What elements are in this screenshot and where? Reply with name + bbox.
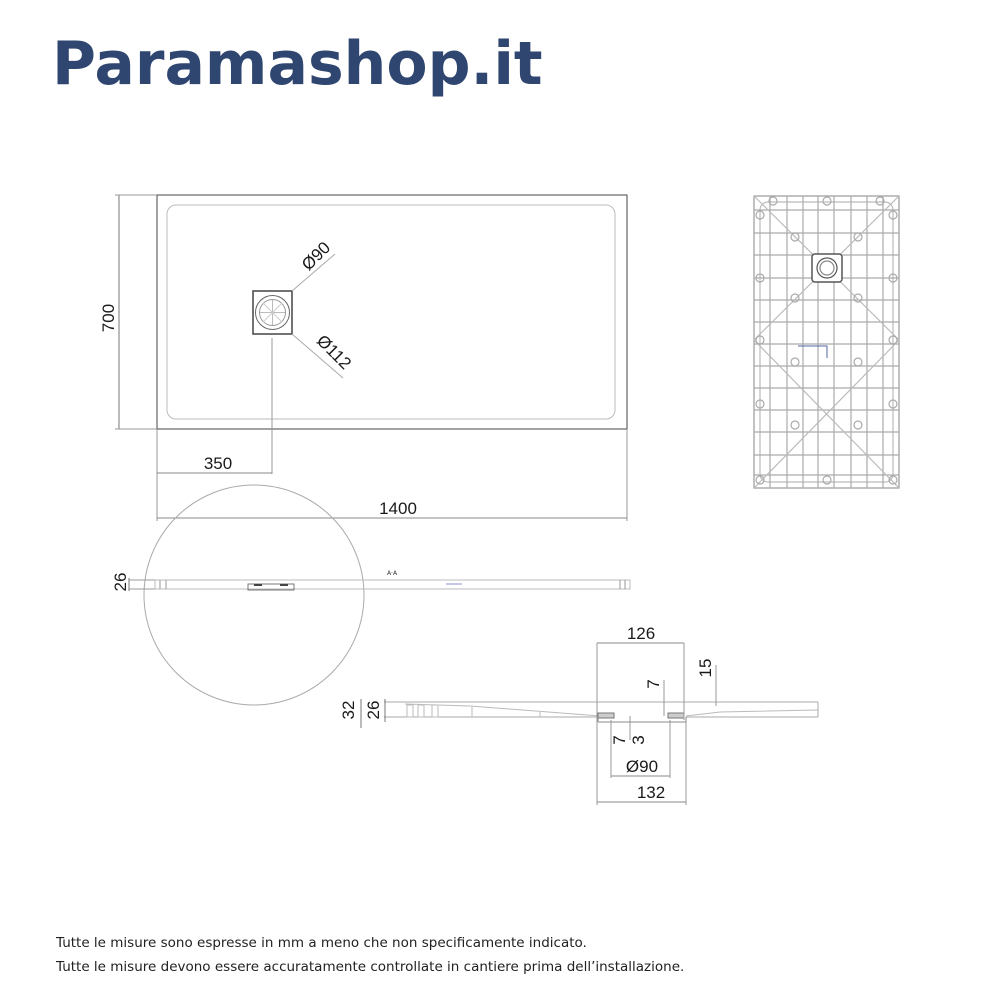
side-view-section-marker: A·A bbox=[387, 570, 398, 577]
dim-detail-tray-height-26: 26 bbox=[364, 701, 383, 720]
dim-drain-offset-350: 350 bbox=[204, 454, 232, 473]
side-view bbox=[128, 484, 631, 706]
dim-detail-total-height-32: 32 bbox=[339, 701, 358, 720]
underside-view bbox=[753, 195, 900, 489]
note-measurements-verify: Tutte le misure devono essere accuratame… bbox=[56, 959, 685, 975]
brand-logo: Paramashop.it bbox=[52, 29, 543, 99]
dim-drain-outer-diameter: Ø112 bbox=[313, 331, 355, 373]
dim-detail-rim-height-15: 15 bbox=[696, 659, 715, 678]
dim-drain-inner-diameter: Ø90 bbox=[298, 238, 334, 274]
dim-detail-drain-step-top-7: 7 bbox=[644, 679, 663, 688]
note-measurements-unit: Tutte le misure sono espresse in mm a me… bbox=[56, 935, 587, 951]
dim-detail-drain-diameter-90: Ø90 bbox=[626, 757, 658, 776]
dim-height-700: 700 bbox=[99, 304, 118, 332]
dim-detail-drain-step-bottom-7: 7 bbox=[610, 735, 629, 744]
dim-detail-top-width-126: 126 bbox=[627, 624, 655, 643]
top-view bbox=[115, 194, 628, 521]
dim-detail-bottom-width-132: 132 bbox=[637, 783, 665, 802]
detail-section-view bbox=[360, 642, 819, 805]
dim-detail-drain-gap-3: 3 bbox=[629, 735, 648, 744]
dim-side-thickness-26: 26 bbox=[111, 573, 130, 592]
dim-width-1400: 1400 bbox=[379, 499, 417, 518]
